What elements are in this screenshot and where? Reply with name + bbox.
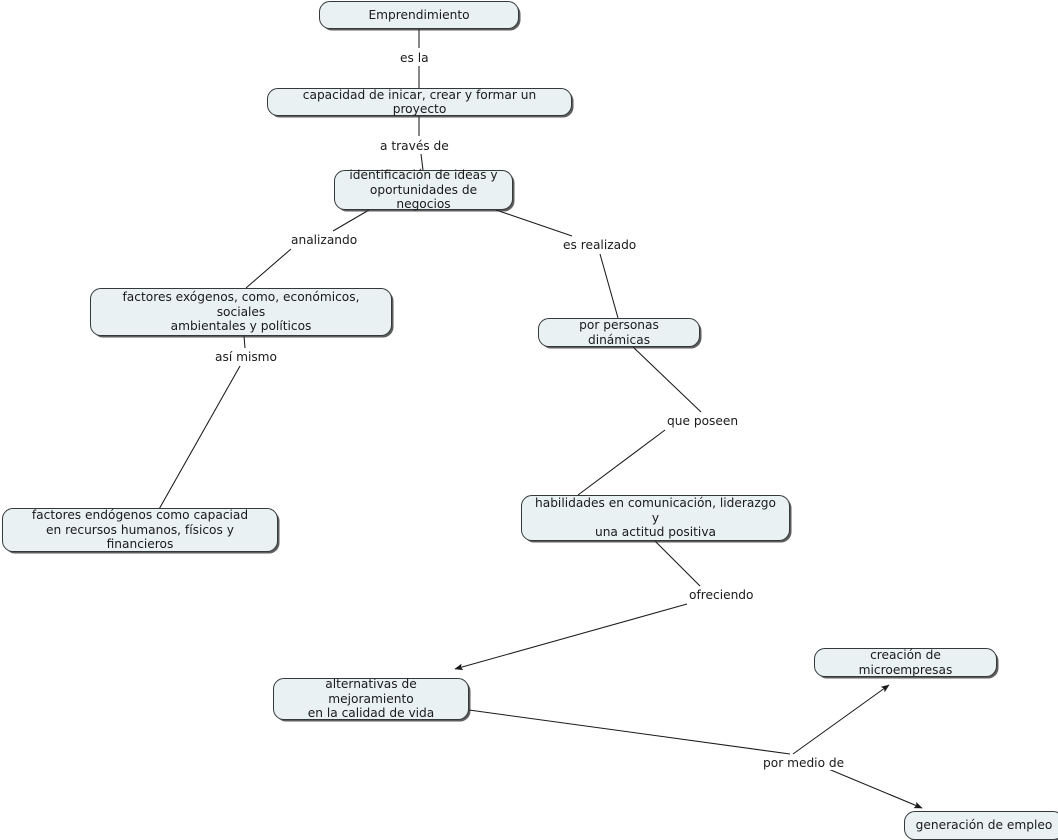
node-factores-exogenos[interactable]: factores exógenos, como, económicos, soc… — [90, 288, 392, 336]
node-capacidad-de-iniciar[interactable]: capacidad de inicar, crear y formar un p… — [267, 88, 572, 116]
edge-label-por-medio-de: por medio de — [761, 756, 847, 770]
edge-alternativas-pormediode — [468, 709, 791, 755]
edge-label-a-traves-de: a través de — [378, 139, 451, 153]
node-habilidades[interactable]: habilidades en comunicación, liderazgo y… — [521, 495, 790, 541]
edge-identificacion-esrealizado — [495, 209, 573, 237]
edge-pormediode-microempresas — [792, 684, 890, 755]
edge-esrealizado-personas — [599, 253, 619, 319]
edge-label-que-poseen: que poseen — [665, 414, 741, 428]
edge-identificacion-analizando — [332, 209, 370, 232]
node-generacion-de-empleo[interactable]: generación de empleo — [904, 811, 1058, 840]
node-alternativas-de-mejoramiento[interactable]: alternativas de mejoramiento en la calid… — [273, 677, 469, 720]
edge-label-ofreciendo: ofreciendo — [687, 588, 756, 602]
node-factores-endogenos[interactable]: factores endógenos como capaciad en recu… — [2, 508, 278, 552]
edge-personas-queposeen — [632, 346, 702, 413]
edge-label-es-la: es la — [398, 51, 431, 65]
edge-label-analizando: analizando — [289, 233, 360, 247]
edge-ofreciendo-alternativas — [454, 603, 688, 671]
edge-exogenos-asimismo — [243, 335, 246, 349]
edge-analizando-exogenos — [245, 248, 292, 289]
node-creacion-de-microempresas[interactable]: creación de microempresas — [814, 648, 997, 677]
edge-label-es-realizado: es realizado — [561, 238, 639, 252]
edge-label-asi-mismo: así mismo — [213, 350, 280, 364]
edge-queposeen-habilidades — [577, 429, 666, 496]
edge-habilidades-ofreciendo — [654, 540, 701, 587]
node-por-personas-dinamicas[interactable]: por personas dinámicas — [538, 318, 700, 347]
edge-pormediode-empleo — [825, 767, 923, 809]
node-emprendimiento[interactable]: Emprendimiento — [319, 1, 519, 29]
node-identificacion-de-ideas[interactable]: identificación de ideas y oportunidades … — [334, 168, 513, 211]
edge-asimismo-endogenos — [157, 365, 241, 512]
